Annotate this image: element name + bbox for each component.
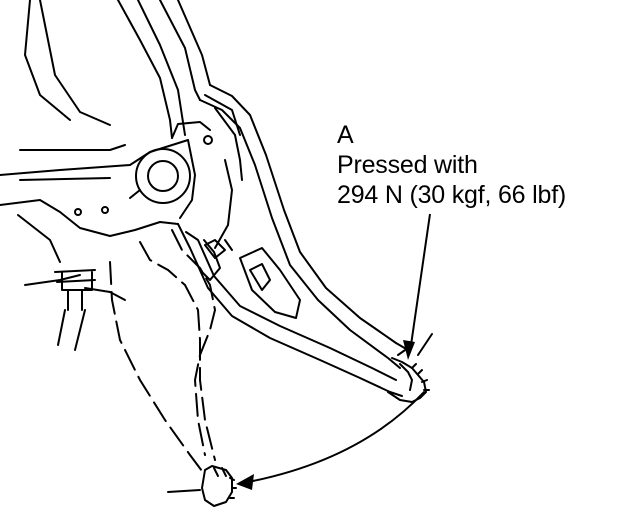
pedal-pad-pressed	[387, 357, 430, 403]
bracket-outline	[0, 0, 243, 301]
pedal-released-phantom	[109, 229, 217, 476]
travel-arrowhead	[236, 474, 254, 490]
callout-text-line2: 294 N (30 kgf, 66 lbf)	[337, 181, 567, 209]
pedal-pad-released	[167, 465, 237, 507]
pedal-arm	[177, 84, 409, 397]
pivot-boss	[129, 148, 191, 204]
leader-line	[409, 213, 431, 353]
pedal-switch	[204, 239, 226, 259]
travel-arc	[247, 333, 433, 483]
callout-text-line1: Pressed with	[337, 151, 478, 179]
push-rod	[54, 269, 96, 351]
callout-letter: A	[337, 121, 354, 149]
leader-arrowhead	[403, 340, 415, 360]
